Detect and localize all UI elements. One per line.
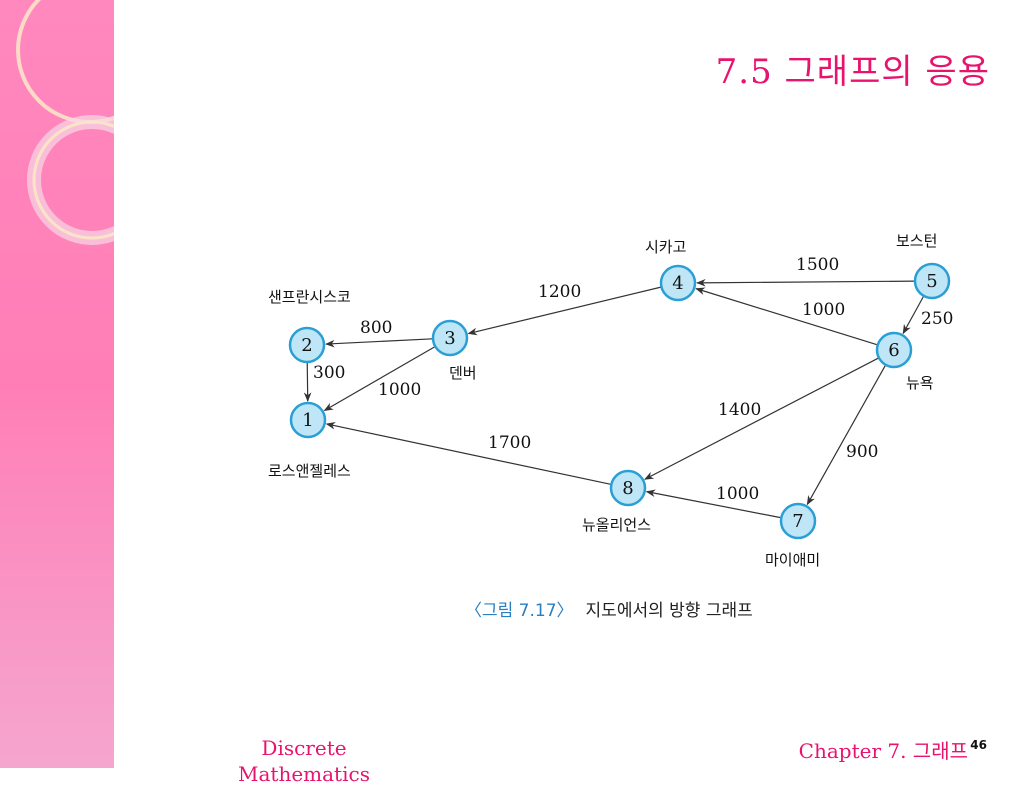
edges-group bbox=[303, 278, 925, 519]
node-label-5: 5 bbox=[926, 271, 937, 292]
edge-4-3 bbox=[467, 286, 662, 336]
caption-text: 지도에서의 방향 그래프 bbox=[585, 601, 753, 621]
edge-weight-6-8: 1400 bbox=[718, 400, 761, 420]
city-label-2: 샌프란시스코 bbox=[268, 288, 351, 306]
footer-left: Discrete Mathematics bbox=[238, 736, 370, 786]
caption-label: 〈그림 7.17〉 bbox=[465, 601, 574, 621]
slide-title: 7.5 그래프의 응용 bbox=[715, 52, 990, 92]
edge-weight-5-4: 1500 bbox=[796, 255, 839, 275]
edge-3-1 bbox=[323, 345, 436, 412]
city-label-7: 마이애미 bbox=[765, 551, 820, 569]
node-label-7: 7 bbox=[792, 511, 803, 532]
nodes-group: 1 2 3 4 5 6 7 8 bbox=[288, 262, 951, 540]
sidebar-decoration bbox=[0, 0, 114, 768]
edge-weight-8-1: 1700 bbox=[488, 433, 531, 453]
city-label-6: 뉴욕 bbox=[906, 374, 934, 392]
edge-weight-4-3: 1200 bbox=[538, 282, 581, 302]
node-label-2: 2 bbox=[301, 335, 312, 356]
node-4 bbox=[659, 264, 697, 302]
edge-weight-2-1: 300 bbox=[313, 363, 345, 383]
city-label-4: 시카고 bbox=[645, 238, 686, 256]
node-8 bbox=[609, 469, 647, 507]
node-2 bbox=[288, 326, 326, 364]
page-number: 46 bbox=[970, 738, 987, 752]
edge-weight-6-7: 900 bbox=[846, 442, 878, 462]
node-5 bbox=[913, 262, 951, 300]
edge-weight-6-4: 1000 bbox=[802, 300, 845, 320]
node-label-1: 1 bbox=[302, 410, 313, 431]
edge-weight-7-8: 1000 bbox=[716, 484, 759, 504]
edge-weight-3-2: 800 bbox=[360, 318, 392, 338]
footer-right: Chapter 7. 그래프 bbox=[798, 739, 968, 763]
edge-5-6 bbox=[902, 295, 925, 335]
city-label-1: 로스앤젤레스 bbox=[268, 462, 351, 480]
edge-6-4 bbox=[695, 287, 878, 346]
city-label-3: 덴버 bbox=[449, 364, 477, 382]
edge-6-8 bbox=[644, 357, 880, 480]
node-1 bbox=[289, 401, 327, 439]
city-label-5: 보스턴 bbox=[896, 232, 937, 250]
node-label-6: 6 bbox=[888, 340, 899, 361]
figure-caption: 〈그림 7.17〉 지도에서의 방향 그래프 bbox=[465, 596, 753, 621]
node-7 bbox=[779, 502, 817, 540]
node-3 bbox=[431, 319, 469, 357]
node-label-8: 8 bbox=[622, 478, 633, 499]
edge-6-7 bbox=[806, 364, 887, 506]
weights-group: 1500 250 1000 1200 800 300 1000 1400 900 1000 1700 bbox=[313, 255, 953, 504]
edge-3-2 bbox=[325, 338, 434, 348]
node-label-3: 3 bbox=[444, 328, 455, 349]
edge-8-1 bbox=[325, 421, 612, 486]
sidebar-rings bbox=[16, 0, 114, 245]
node-label-4: 4 bbox=[672, 273, 683, 294]
edge-weight-5-6: 250 bbox=[921, 309, 953, 329]
edge-weight-3-1: 1000 bbox=[378, 380, 421, 400]
edge-2-1 bbox=[303, 361, 312, 402]
city-label-8: 뉴올리언스 bbox=[582, 516, 651, 534]
node-6 bbox=[875, 331, 913, 369]
directed-graph: 1500 250 1000 1200 800 300 1000 1400 900 1000 1700… bbox=[268, 232, 953, 569]
edge-7-8 bbox=[645, 489, 782, 519]
edge-5-4 bbox=[696, 278, 916, 287]
